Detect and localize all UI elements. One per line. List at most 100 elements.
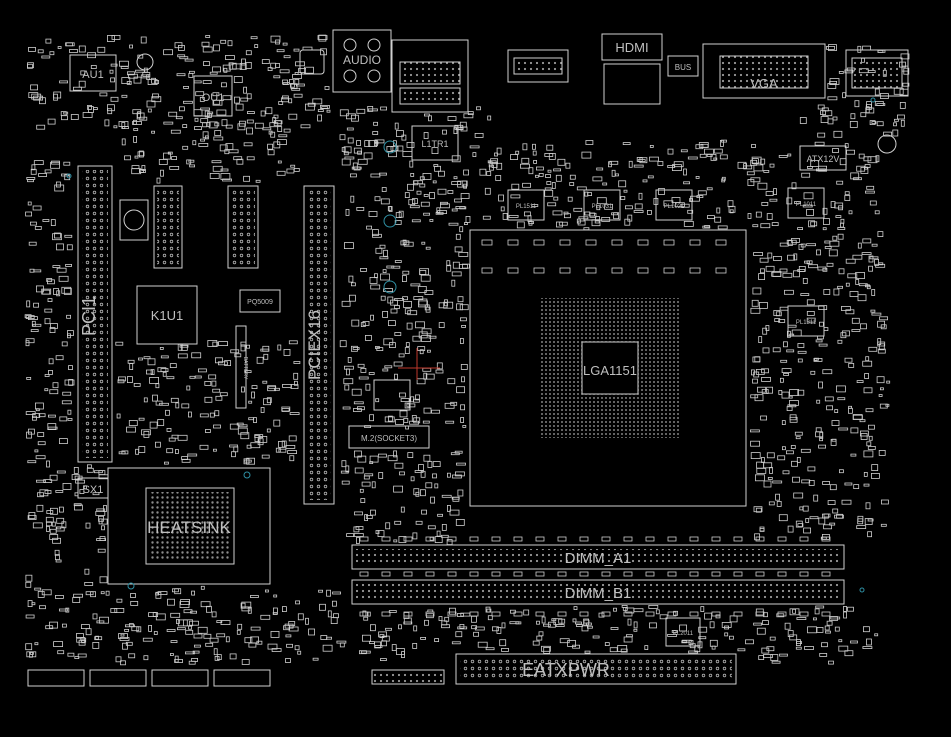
smd-pad bbox=[360, 367, 367, 373]
l1tr1-transformer[interactable] bbox=[411, 125, 459, 161]
battery-holder[interactable] bbox=[235, 325, 247, 409]
smd-pad bbox=[857, 294, 867, 302]
smd-pad bbox=[54, 232, 61, 239]
smd-pad bbox=[787, 153, 792, 157]
k1u1-chip[interactable] bbox=[136, 285, 198, 345]
smd-pad bbox=[425, 611, 435, 617]
smd-pad bbox=[445, 420, 455, 424]
pl1031-choke[interactable] bbox=[583, 189, 621, 221]
smd-pad bbox=[673, 161, 684, 168]
smd-pad bbox=[46, 521, 52, 527]
smd-pad bbox=[535, 536, 545, 542]
smd-pad bbox=[868, 435, 873, 441]
smd-pad bbox=[216, 620, 223, 623]
smd-pad bbox=[114, 608, 125, 613]
smd-pad bbox=[26, 176, 36, 180]
smd-pad bbox=[182, 145, 189, 150]
audio-jack[interactable] bbox=[332, 29, 392, 93]
smd-pad bbox=[431, 409, 441, 414]
smd-pad bbox=[187, 453, 198, 457]
sata-connector[interactable] bbox=[213, 669, 271, 687]
smd-pad bbox=[879, 316, 888, 321]
mount-component[interactable] bbox=[136, 53, 154, 71]
smd-pad bbox=[131, 626, 140, 632]
smd-pad bbox=[240, 344, 246, 352]
smd-pad bbox=[415, 394, 420, 401]
pl2011-choke[interactable] bbox=[665, 617, 701, 647]
smd-pad bbox=[403, 621, 413, 625]
sata-connector[interactable] bbox=[89, 669, 147, 687]
smd-pad bbox=[441, 524, 447, 531]
sata-connector[interactable] bbox=[151, 669, 209, 687]
audio-header[interactable] bbox=[299, 49, 325, 75]
vga-connector[interactable] bbox=[702, 43, 826, 99]
smd-pad bbox=[385, 522, 391, 530]
smd-pad bbox=[477, 641, 488, 648]
smd-pad bbox=[410, 476, 415, 482]
pl1311-choke[interactable] bbox=[787, 305, 825, 337]
front-panel-header[interactable] bbox=[371, 669, 445, 685]
sata-connector[interactable] bbox=[27, 669, 85, 687]
pciex16-slot[interactable] bbox=[303, 185, 335, 505]
pl1511-choke[interactable] bbox=[507, 189, 545, 221]
eatxpwr-connector[interactable] bbox=[455, 653, 737, 685]
mount-component[interactable] bbox=[877, 134, 897, 154]
bus-chip[interactable] bbox=[667, 55, 699, 77]
smd-pad bbox=[860, 323, 867, 330]
header-block[interactable] bbox=[153, 185, 183, 269]
smd-pad bbox=[863, 450, 874, 458]
smd-pad bbox=[787, 254, 795, 261]
m2-socket[interactable] bbox=[348, 425, 430, 449]
smd-pad bbox=[809, 516, 819, 520]
pq5009-mosfet[interactable] bbox=[239, 289, 281, 313]
smd-pad bbox=[601, 216, 611, 222]
smd-pad bbox=[716, 207, 721, 214]
smd-pad bbox=[369, 461, 374, 465]
ps2-connector[interactable] bbox=[845, 49, 909, 97]
smd-pad bbox=[848, 405, 852, 409]
cpu-socket-outline[interactable] bbox=[469, 229, 747, 507]
smd-pad bbox=[255, 179, 261, 183]
smd-pad bbox=[211, 160, 222, 164]
smd-pad bbox=[254, 44, 259, 48]
usb-connector[interactable] bbox=[507, 49, 569, 83]
smd-pad bbox=[339, 340, 347, 348]
smd-pad bbox=[829, 484, 837, 491]
smd-pad bbox=[138, 150, 144, 158]
smd-pad bbox=[863, 483, 870, 487]
atx12v-connector[interactable] bbox=[799, 145, 847, 171]
dimm-b1-slot[interactable] bbox=[351, 579, 845, 605]
ou1-chip[interactable] bbox=[193, 75, 233, 117]
smd-pad bbox=[569, 174, 576, 180]
hdmi-connector[interactable] bbox=[601, 33, 663, 61]
pci1-slot[interactable] bbox=[77, 165, 113, 463]
header-block[interactable] bbox=[227, 185, 259, 269]
smd-pad bbox=[801, 172, 811, 178]
ic-chip[interactable] bbox=[373, 379, 411, 411]
lan-usb-connector[interactable] bbox=[391, 39, 469, 113]
smd-pad bbox=[555, 174, 562, 182]
smd-pad bbox=[55, 595, 64, 599]
smd-pad bbox=[474, 132, 484, 138]
smd-pad bbox=[609, 647, 618, 653]
smd-pad bbox=[876, 121, 884, 127]
smd-pad bbox=[511, 183, 520, 190]
smd-pad bbox=[348, 275, 354, 283]
smd-pad bbox=[90, 65, 97, 69]
smd-pad bbox=[151, 93, 159, 99]
smd-pad bbox=[425, 373, 435, 380]
smd-pad bbox=[501, 622, 506, 629]
pl1011-choke[interactable] bbox=[787, 187, 825, 219]
smd-pad bbox=[33, 95, 43, 101]
dimm-a1-slot[interactable] bbox=[351, 544, 845, 570]
pch-chip[interactable] bbox=[145, 487, 235, 565]
au1-chip[interactable] bbox=[69, 54, 117, 92]
smd-pad bbox=[854, 100, 860, 108]
smd-pad bbox=[61, 521, 67, 529]
pl1021-choke[interactable] bbox=[655, 189, 693, 221]
pu-chip[interactable] bbox=[119, 199, 149, 241]
sx1-crystal[interactable] bbox=[77, 477, 109, 499]
smd-pad bbox=[485, 647, 495, 651]
smd-pad bbox=[374, 139, 385, 144]
smd-pad bbox=[49, 389, 59, 395]
